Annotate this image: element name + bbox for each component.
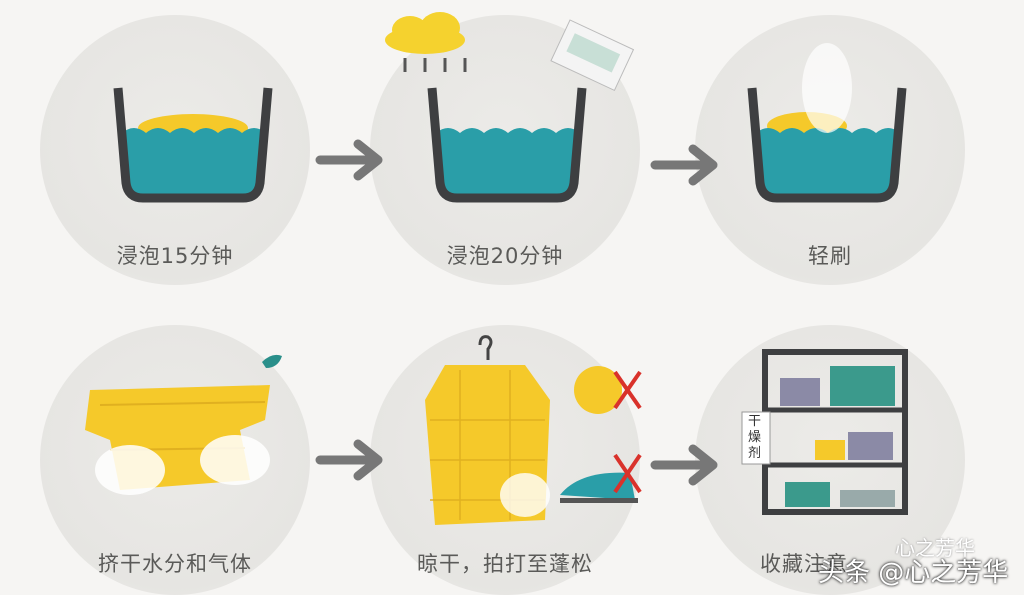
iron-icon bbox=[560, 472, 638, 503]
basin-brush bbox=[752, 43, 902, 198]
sun-icon bbox=[574, 366, 622, 414]
no-iron-cross-icon bbox=[613, 453, 642, 494]
arrow-right-icon bbox=[655, 149, 713, 181]
arrow-right-icon bbox=[655, 449, 713, 481]
step-label-2: 浸泡20分钟 bbox=[446, 244, 564, 268]
basin-soak-20 bbox=[432, 88, 582, 198]
step-label-6: 收藏注意 bbox=[760, 552, 848, 576]
arrow-right-icon bbox=[320, 144, 378, 176]
desiccant-tag bbox=[741, 411, 771, 465]
storage-shelf bbox=[762, 349, 908, 515]
hand-icon bbox=[200, 435, 270, 485]
step-label-5: 晾干，拍打至蓬松 bbox=[417, 552, 593, 576]
basin-soak-15 bbox=[118, 88, 268, 198]
step-label-1: 浸泡15分钟 bbox=[116, 244, 234, 268]
toutiao-watermark: 头条 @心之芳华 bbox=[818, 558, 1009, 588]
hand-icon bbox=[500, 473, 550, 517]
step-label-3: 轻刷 bbox=[808, 244, 852, 268]
step-label-4: 挤干水分和气体 bbox=[98, 552, 252, 576]
desiccant-tag-label: 干燥剂 bbox=[748, 414, 762, 461]
water-drop-icon bbox=[262, 354, 282, 368]
hanger-icon bbox=[478, 335, 493, 360]
wechat-watermark: 心之芳华 bbox=[895, 536, 975, 560]
hand-icon bbox=[95, 445, 165, 495]
hanging-jacket bbox=[425, 335, 550, 525]
arrow-right-icon bbox=[320, 444, 378, 476]
no-sun-cross-icon bbox=[613, 370, 642, 410]
detergent-box-icon bbox=[550, 19, 635, 92]
squeeze-down-jacket bbox=[85, 354, 282, 495]
cloud-icon bbox=[385, 12, 467, 72]
